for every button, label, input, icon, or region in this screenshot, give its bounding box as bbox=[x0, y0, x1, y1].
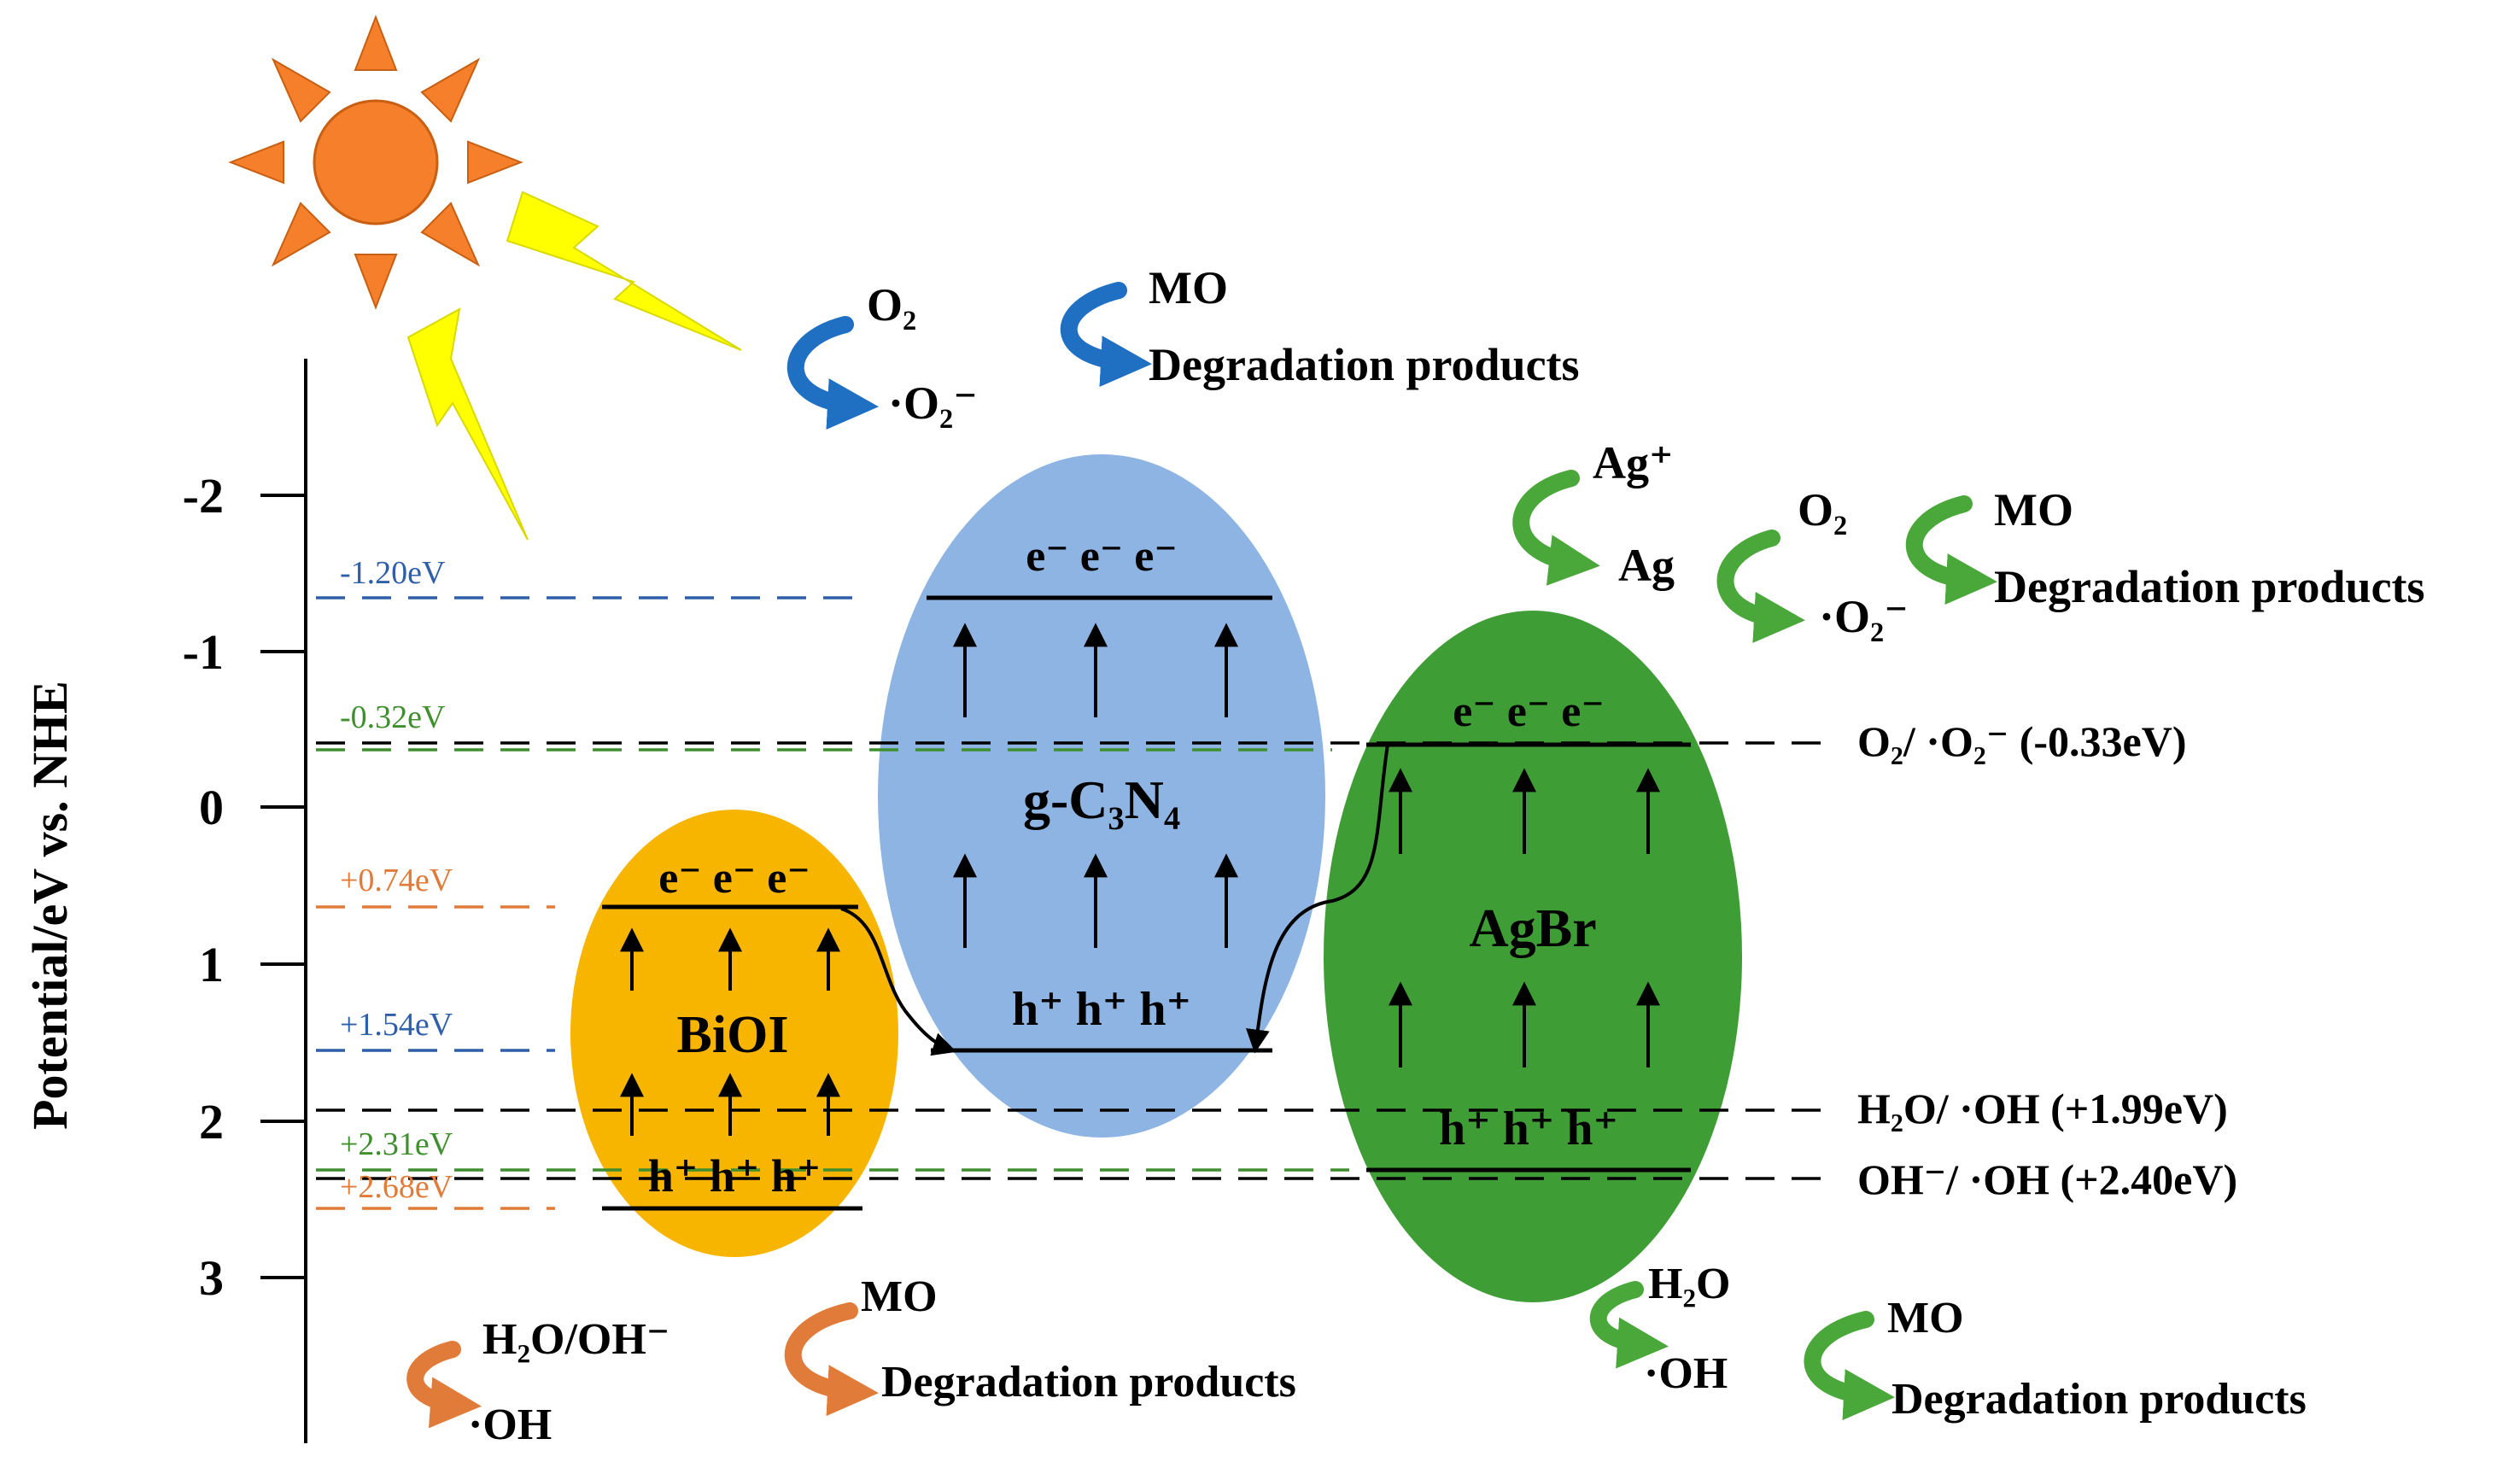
reaction-arrow-orange bbox=[406, 1302, 879, 1429]
bioi-electrons: e⁻ e⁻ e⁻ bbox=[658, 854, 810, 903]
electron-transfer-arrow bbox=[1245, 744, 1389, 1054]
axis-tick-label: 2 bbox=[199, 1094, 224, 1149]
axis-title: Potential/eV vs. NHE bbox=[22, 681, 78, 1130]
bottom-radical-label: ·OH bbox=[468, 1401, 552, 1449]
axis-tick-label: 1 bbox=[199, 937, 224, 992]
electron-transfer-arrow bbox=[840, 907, 957, 1056]
bottom-water-label: H₂O/OH⁻ bbox=[482, 1315, 669, 1364]
redox-oh-label: OH⁻/ ·OH (+2.40eV) bbox=[1857, 1155, 2237, 1203]
right-radical-label: ·O₂⁻ bbox=[1819, 591, 1909, 642]
right-mo-label: MO bbox=[1994, 484, 2073, 535]
right-o2-label: O₂ bbox=[1798, 484, 1847, 535]
axis-tick-label: 0 bbox=[199, 780, 224, 835]
bottom-mo-label: MO bbox=[861, 1272, 938, 1321]
top-mo-label: MO bbox=[1149, 262, 1228, 313]
axis-tick-label: -2 bbox=[183, 468, 224, 523]
bottom-products-label: Degradation products bbox=[881, 1358, 1296, 1407]
agbr-holes: h⁺ h⁺ h⁺ bbox=[1439, 1102, 1618, 1155]
level-value-label: +2.68eV bbox=[340, 1169, 453, 1205]
level-value-label: +0.74eV bbox=[340, 863, 453, 898]
reaction-arrow-green bbox=[1512, 470, 1997, 643]
level-value-label: +2.31eV bbox=[340, 1126, 453, 1162]
bioi-ellipse bbox=[570, 810, 898, 1257]
redox-h2o-label: H₂O/ ·OH (+1.99eV) bbox=[1857, 1085, 2228, 1132]
sun-icon bbox=[228, 15, 523, 310]
axis-tick-label: 3 bbox=[199, 1250, 224, 1306]
gc3n4-electrons: e⁻ e⁻ e⁻ bbox=[1026, 532, 1178, 581]
reaction-arrow-green bbox=[1589, 1281, 1895, 1421]
level-value-label: -1.20eV bbox=[340, 555, 446, 591]
agbr-electrons: e⁻ e⁻ e⁻ bbox=[1453, 687, 1605, 736]
redox-o2-label: O₂/ ·O₂⁻ (-0.33eV) bbox=[1857, 717, 2186, 765]
bottom-right-water-label: H₂O bbox=[1648, 1260, 1730, 1308]
right-ag-label: Ag bbox=[1618, 540, 1675, 591]
bioi-name: BiOI bbox=[677, 1006, 789, 1064]
gc3n4-holes: h⁺ h⁺ h⁺ bbox=[1012, 983, 1191, 1036]
right-products-label: Degradation products bbox=[1994, 561, 2425, 612]
top-o2-label: O₂ bbox=[867, 279, 916, 330]
axis-tick-label: -1 bbox=[183, 624, 224, 680]
level-value-label: -0.32eV bbox=[340, 699, 446, 735]
level-value-label: +1.54eV bbox=[340, 1007, 453, 1043]
lightning-bolt-icon bbox=[406, 307, 529, 541]
bottom-right-products-label: Degradation products bbox=[1891, 1375, 2307, 1424]
lightning-bolt-icon bbox=[506, 190, 742, 351]
bottom-right-mo-label: MO bbox=[1887, 1294, 1964, 1342]
top-products-label: Degradation products bbox=[1149, 339, 1580, 390]
top-radical-label: ·O₂⁻ bbox=[888, 377, 978, 429]
gc3n4-name: g-C₃N₄ bbox=[1023, 769, 1180, 830]
bioi-holes: h⁺ h⁺ h⁺ bbox=[648, 1150, 821, 1202]
reaction-arrow-blue bbox=[786, 282, 1152, 430]
bottom-right-radical-label: ·OH bbox=[1644, 1349, 1728, 1398]
agbr-name: AgBr bbox=[1469, 898, 1596, 958]
potential-axis bbox=[260, 359, 307, 1443]
right-ag-plus-label: Ag⁺ bbox=[1593, 437, 1674, 488]
gc3n4-ellipse bbox=[878, 454, 1325, 1138]
